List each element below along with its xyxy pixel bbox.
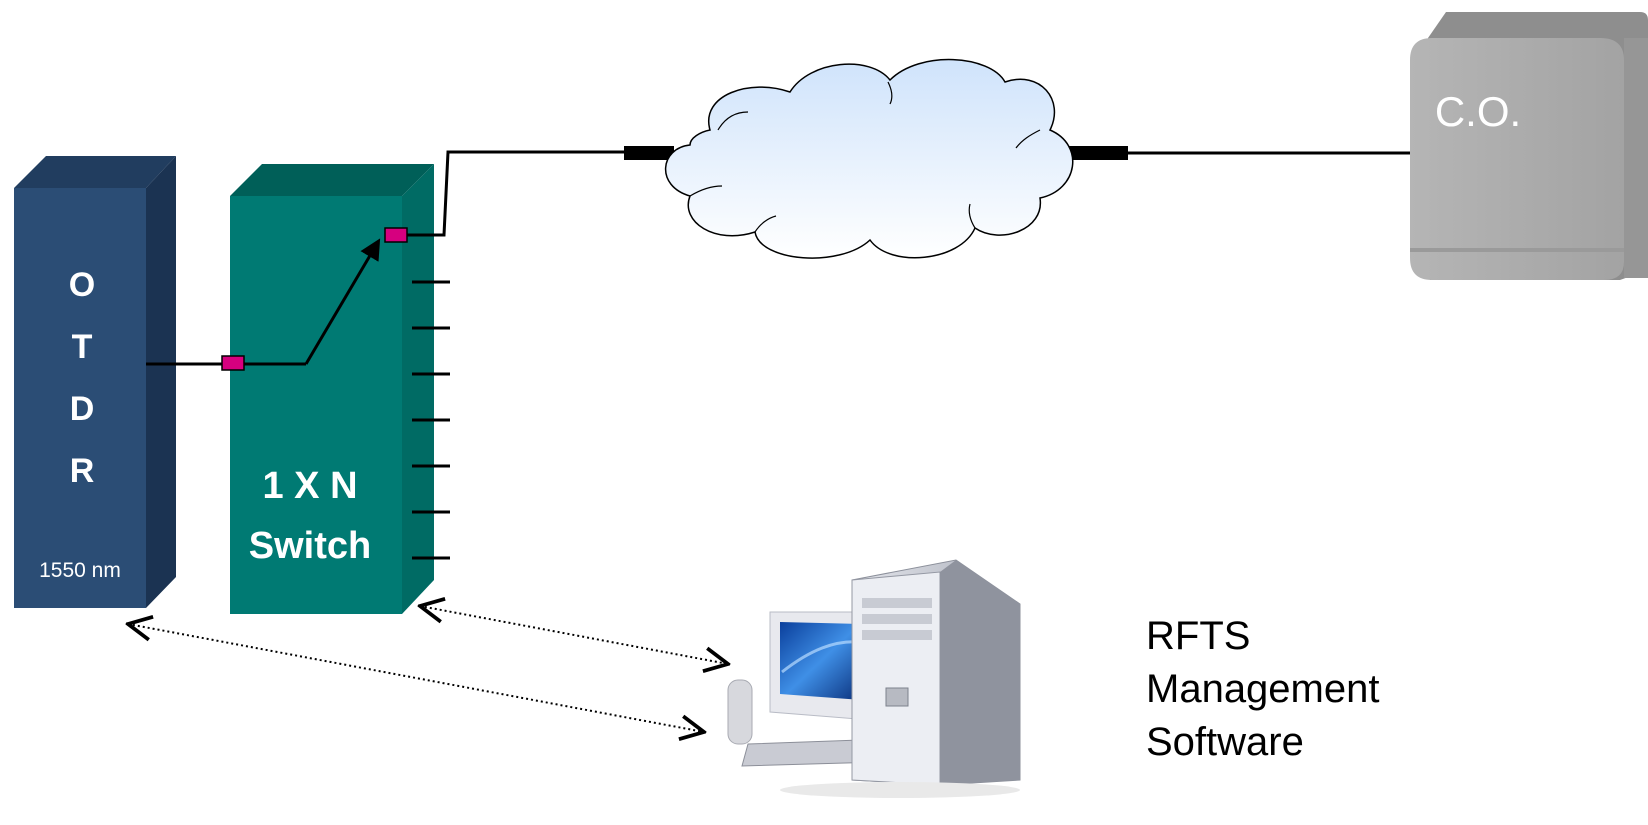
central-office-icon xyxy=(1410,12,1648,280)
switch-comm-link xyxy=(420,606,728,664)
switch-label-line2: Switch xyxy=(249,525,371,567)
otdr-letter: T xyxy=(72,328,93,366)
computer-icon xyxy=(727,559,1021,798)
otdr-letter: O xyxy=(69,266,95,304)
central-office-label: C.O. xyxy=(1435,88,1521,135)
otdr-wavelength: 1550 nm xyxy=(39,559,121,582)
otdr-letter: R xyxy=(70,452,95,490)
switch-box-icon xyxy=(230,164,434,614)
switch-port-ticks xyxy=(412,280,450,560)
otdr-comm-link xyxy=(128,624,704,732)
switch-connector xyxy=(384,227,408,243)
fiber-sleeve-left xyxy=(624,146,674,160)
fiber-sleeve-right xyxy=(1062,146,1128,160)
otdr-connector xyxy=(221,355,245,371)
rfts-label-line3: Software xyxy=(1146,720,1304,764)
rfts-label-line1: RFTS xyxy=(1146,614,1250,658)
switch-label-line1: 1 X N xyxy=(262,465,357,507)
rfts-label-line2: Management xyxy=(1146,667,1379,711)
otdr-letter: D xyxy=(70,390,95,428)
otdr-box-icon xyxy=(14,156,176,608)
network-cloud-icon xyxy=(664,58,1074,259)
